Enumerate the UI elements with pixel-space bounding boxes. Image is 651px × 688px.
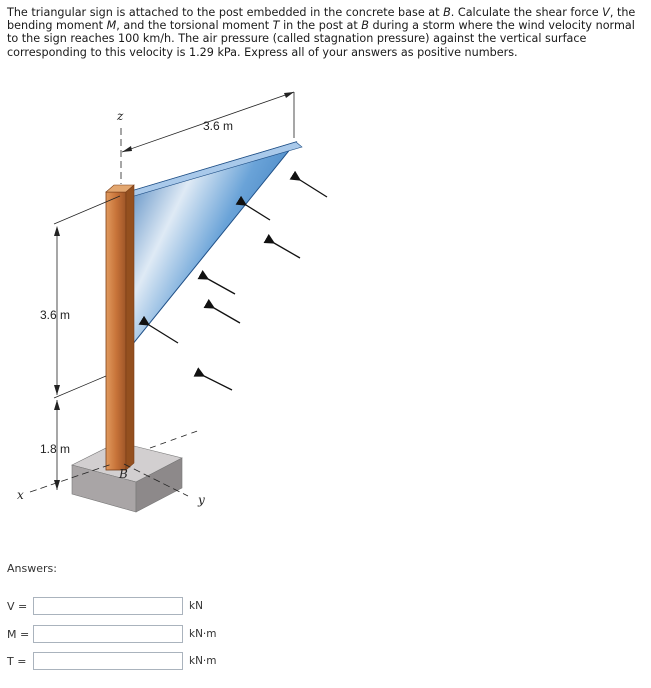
bending-moment-input[interactable] [33,625,183,643]
wind-pressure-arrows [138,170,328,391]
var-label-t: T = [7,654,27,668]
unit-label-m: kN·m [189,628,217,640]
x-axis [29,463,113,493]
answer-row-t: T = kN·m [7,652,217,670]
dimension-side [53,195,121,490]
post [105,184,135,471]
torsional-moment-input[interactable] [33,652,183,670]
point-label-b: B [118,467,128,481]
var-label-v: V = [7,599,28,613]
unit-label-v: kN [189,600,203,612]
shear-force-input[interactable] [33,597,183,615]
axis-label-y: y [197,493,205,507]
y-axis [123,429,201,497]
var-b: B [443,6,451,19]
var-label-m: M = [7,627,30,641]
var-v: V [602,6,610,19]
sign-post-figure: 3.6 m 3.6 m 1.8 m z x y B [17,91,328,513]
axis-label-x: x [17,488,24,502]
unit-label-t: kN·m [189,655,217,667]
problem-text: The triangular sign is attached to the p… [7,6,444,19]
dimension-label-top: 3.6 m [203,119,233,133]
dimension-label-side: 3.6 m [40,308,70,322]
problem-text: , and the torsional moment [116,19,273,33]
dimension-top [121,91,295,153]
dimension-label-bottom: 1.8 m [40,442,70,456]
answers-label: Answers: [7,562,57,575]
problem-text: . Calculate the shear force [450,6,603,19]
problem-text: during a storm where the wind velocity n… [7,19,635,59]
var-b: B [361,19,369,33]
var-m: M [106,19,117,33]
answer-row-v: V = kN [7,597,203,615]
answer-row-m: M = kN·m [7,625,217,643]
problem-text: in the post at [279,19,362,33]
var-t: T [272,19,280,33]
problem-text: , the bending moment [7,6,636,33]
triangular-sign [127,141,303,352]
problem-statement: The triangular sign is attached to the p… [7,6,647,59]
axis-label-z: z [116,109,124,123]
